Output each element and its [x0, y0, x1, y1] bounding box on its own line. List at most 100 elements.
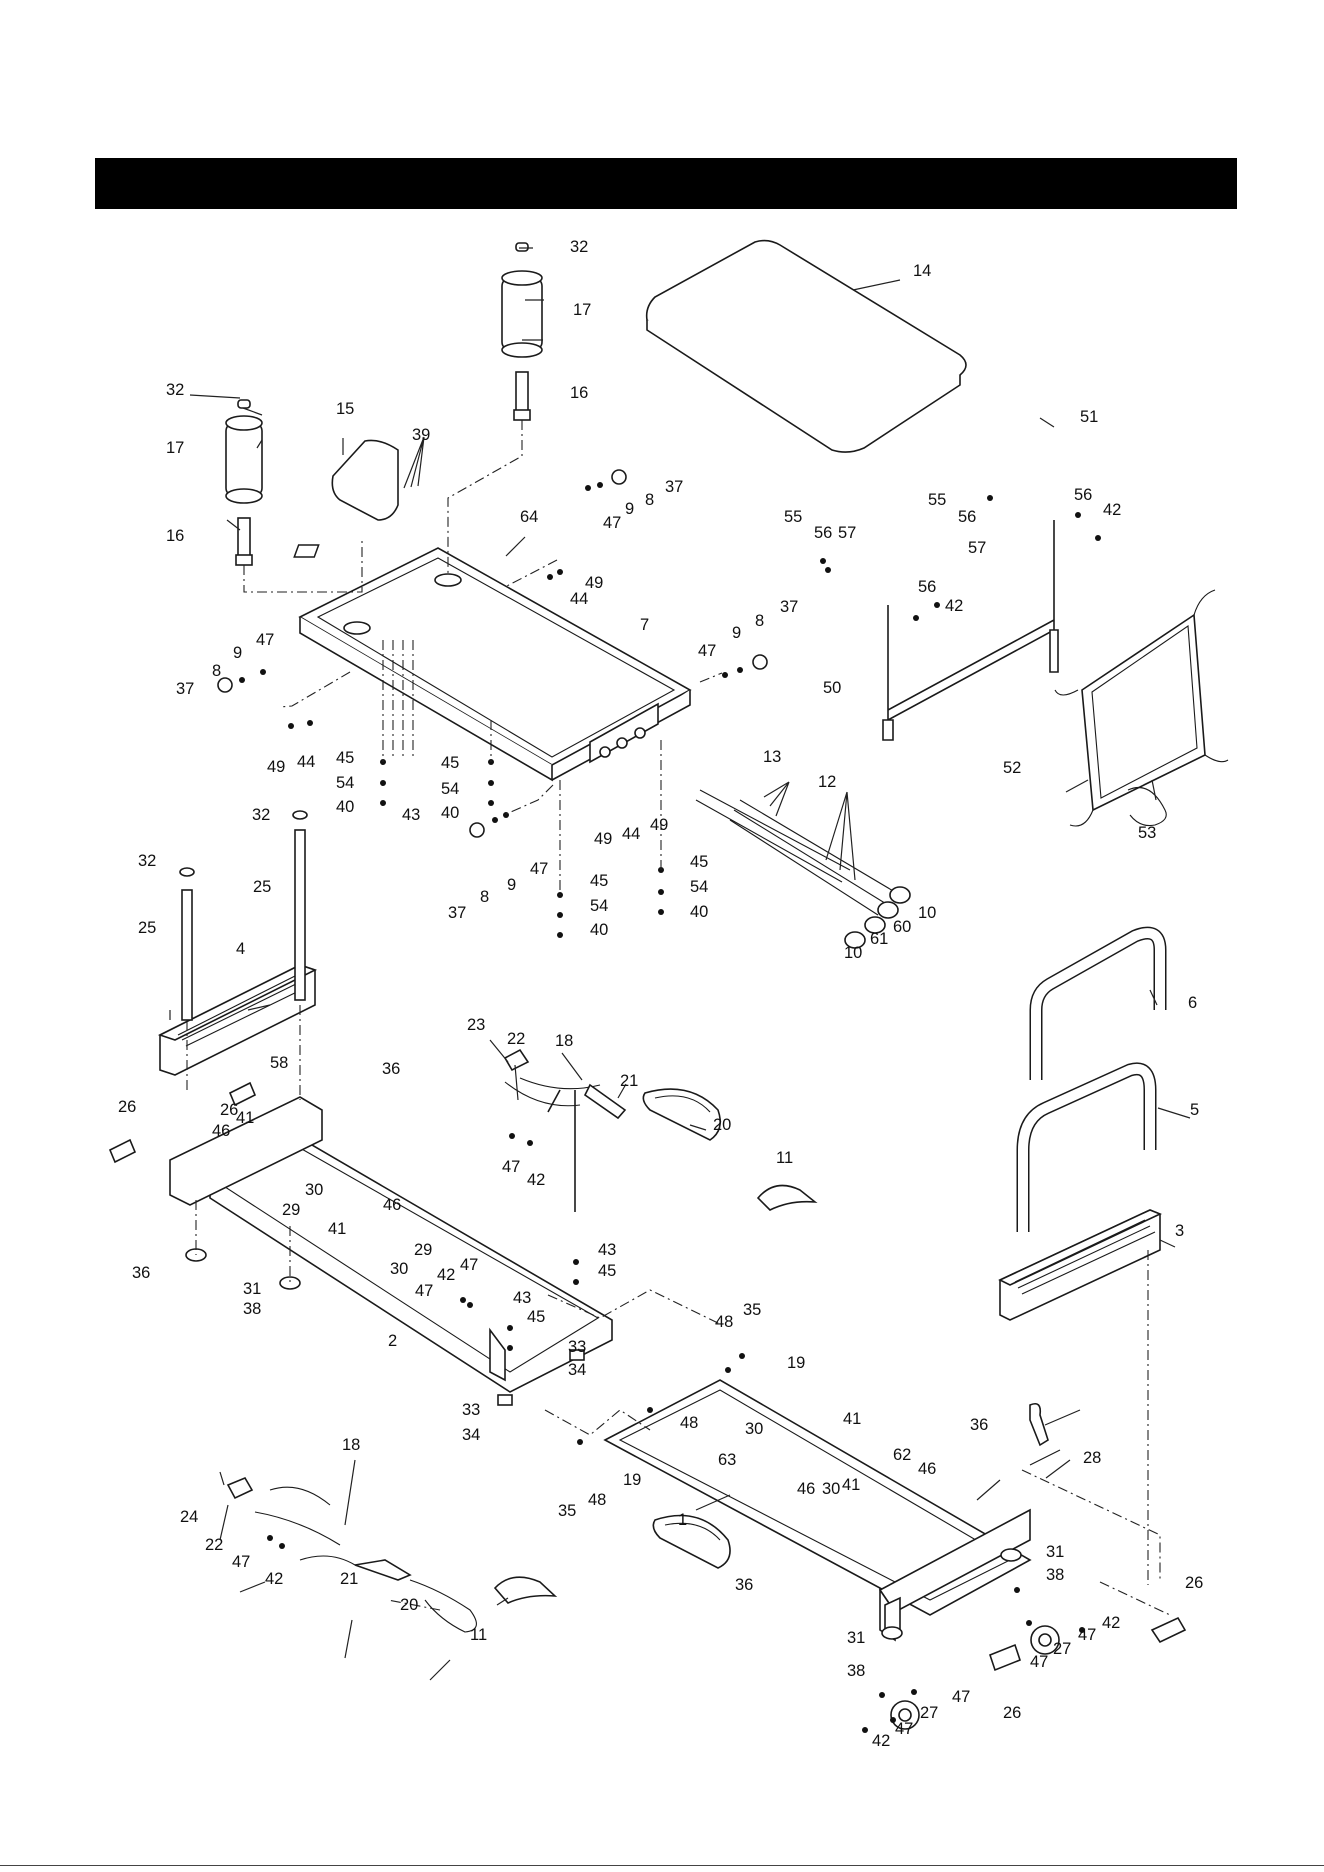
- callout-33: 33: [462, 1401, 480, 1419]
- callout-45: 45: [336, 749, 354, 767]
- callout-17: 17: [573, 301, 591, 319]
- callout-42: 42: [527, 1171, 545, 1189]
- trampoline-52: [1054, 589, 1229, 827]
- callout-64: 64: [520, 508, 538, 526]
- callout-43: 43: [598, 1241, 616, 1259]
- callout-32: 32: [252, 806, 270, 824]
- callout-13: 13: [763, 748, 781, 766]
- callout-47: 47: [698, 642, 716, 660]
- callout-54: 54: [590, 897, 608, 915]
- callout-41: 41: [842, 1476, 860, 1494]
- callout-30: 30: [822, 1480, 840, 1498]
- callout-19: 19: [623, 1471, 641, 1489]
- callout-43: 43: [402, 806, 420, 824]
- callout-42: 42: [872, 1732, 890, 1750]
- callout-56: 56: [958, 508, 976, 526]
- feet-31-33: [185, 1248, 1022, 1640]
- callout-52: 52: [1003, 759, 1021, 777]
- callout-26: 26: [1003, 1704, 1021, 1722]
- callout-50: 50: [823, 679, 841, 697]
- callout-42: 42: [1103, 501, 1121, 519]
- callout-30: 30: [305, 1181, 323, 1199]
- callout-42: 42: [1102, 1614, 1120, 1632]
- callout-17: 17: [166, 439, 184, 457]
- callout-31: 31: [243, 1280, 261, 1298]
- callout-47: 47: [603, 514, 621, 532]
- callout-25: 25: [253, 878, 271, 896]
- callout-26: 26: [118, 1098, 136, 1116]
- callout-9: 9: [233, 644, 242, 662]
- callout-15: 15: [336, 400, 354, 418]
- callout-47: 47: [530, 860, 548, 878]
- callout-31: 31: [1046, 1543, 1064, 1561]
- callout-30: 30: [390, 1260, 408, 1278]
- platform-assembly: [293, 544, 692, 782]
- callout-9: 9: [507, 876, 516, 894]
- foot-block-3: [998, 1209, 1163, 1321]
- callout-35: 35: [558, 1502, 576, 1520]
- straps-handles: [226, 1048, 731, 1633]
- callout-62: 62: [893, 1446, 911, 1464]
- callout-23: 23: [467, 1016, 485, 1034]
- callout-38: 38: [1046, 1566, 1064, 1584]
- callout-36: 36: [970, 1416, 988, 1434]
- callout-10: 10: [918, 904, 936, 922]
- callout-42: 42: [265, 1570, 283, 1588]
- cords-12-13: [695, 789, 911, 949]
- callout-12: 12: [818, 773, 836, 791]
- callout-48: 48: [715, 1313, 733, 1331]
- callout-40: 40: [590, 921, 608, 939]
- callout-37: 37: [448, 904, 466, 922]
- callout-39: 39: [412, 426, 430, 444]
- callout-34: 34: [568, 1361, 586, 1379]
- callout-46: 46: [212, 1122, 230, 1140]
- callout-36: 36: [132, 1264, 150, 1282]
- callout-61: 61: [870, 930, 888, 948]
- callout-38: 38: [847, 1662, 865, 1680]
- callout-27: 27: [920, 1704, 938, 1722]
- callout-24: 24: [180, 1508, 198, 1526]
- callout-47: 47: [1078, 1626, 1096, 1644]
- callout-47: 47: [502, 1158, 520, 1176]
- callout-8: 8: [212, 662, 221, 680]
- callout-11: 11: [776, 1149, 793, 1167]
- callout-29: 29: [414, 1241, 432, 1259]
- callout-47: 47: [415, 1282, 433, 1300]
- callout-46: 46: [383, 1196, 401, 1214]
- callout-49: 49: [585, 574, 603, 592]
- callout-32: 32: [166, 381, 184, 399]
- callout-47: 47: [952, 1688, 970, 1706]
- headrest-15: [331, 439, 399, 521]
- callout-19: 19: [787, 1354, 805, 1372]
- callout-11: 11: [470, 1626, 487, 1644]
- base-frame-1: [603, 1379, 1032, 1642]
- callout-labels: 32 17 16 14 15 39 37 8 9 47 64 49 44 7 5…: [118, 238, 1203, 1750]
- callout-41: 41: [843, 1410, 861, 1428]
- callout-45: 45: [690, 853, 708, 871]
- callout-56: 56: [918, 578, 936, 596]
- callout-45: 45: [598, 1262, 616, 1280]
- callout-48: 48: [588, 1491, 606, 1509]
- callout-29: 29: [282, 1201, 300, 1219]
- callout-9: 9: [625, 500, 634, 518]
- callout-47: 47: [1030, 1653, 1048, 1671]
- callout-37: 37: [665, 478, 683, 496]
- callout-20: 20: [713, 1116, 731, 1134]
- callout-21: 21: [340, 1570, 358, 1588]
- callout-49: 49: [267, 758, 285, 776]
- callout-58: 58: [270, 1054, 288, 1072]
- callout-21: 21: [620, 1072, 638, 1090]
- callout-51: 51: [1080, 408, 1098, 426]
- callout-45: 45: [527, 1308, 545, 1326]
- callout-16: 16: [166, 527, 184, 545]
- callout-57: 57: [838, 524, 856, 542]
- callout-8: 8: [755, 612, 764, 630]
- square-frame-50-51: [882, 382, 1059, 741]
- callout-38: 38: [243, 1300, 261, 1318]
- callout-25: 25: [138, 919, 156, 937]
- callout-22: 22: [205, 1536, 223, 1554]
- callout-3: 3: [1175, 1222, 1184, 1240]
- callout-37: 37: [176, 680, 194, 698]
- callout-43: 43: [513, 1289, 531, 1307]
